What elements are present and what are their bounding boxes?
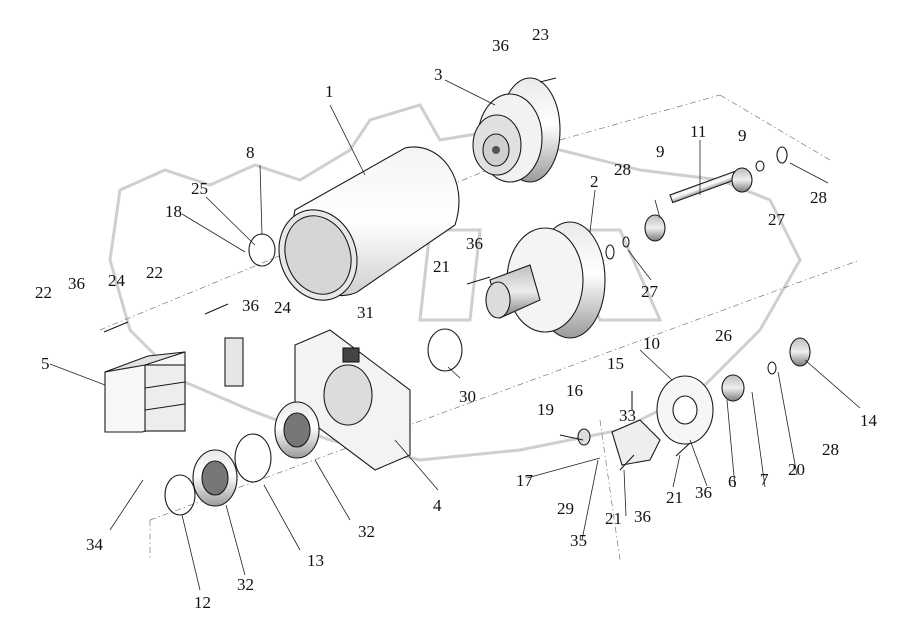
- callout-26: 26: [715, 326, 732, 345]
- right-components: [577, 337, 811, 466]
- callout-28c: 28: [822, 440, 839, 459]
- callout-28b: 28: [810, 188, 827, 207]
- callout-32a: 32: [237, 575, 254, 594]
- callout-15: 15: [607, 354, 624, 373]
- callout-28a: 28: [614, 160, 631, 179]
- callout-12: 12: [194, 593, 211, 612]
- callout-10: 10: [643, 334, 660, 353]
- drum-cylinder: [278, 146, 460, 301]
- callout-3: 3: [434, 65, 443, 84]
- callout-11: 11: [690, 122, 706, 141]
- callout-34: 34: [86, 535, 104, 554]
- callout-16: 16: [566, 381, 583, 400]
- callout-32b: 32: [358, 522, 375, 541]
- callout-7: 7: [760, 470, 769, 489]
- callout-22b: 22: [146, 263, 163, 282]
- callout-20: 20: [788, 460, 805, 479]
- callout-19: 19: [537, 400, 554, 419]
- callout-1: 1: [325, 82, 334, 101]
- callout-18: 18: [165, 202, 182, 221]
- callout-29: 29: [557, 499, 574, 518]
- callout-14: 14: [860, 411, 878, 430]
- callout-23: 23: [532, 25, 549, 44]
- lower-hub: [485, 221, 606, 339]
- callout-24b: 24: [274, 298, 292, 317]
- callout-31: 31: [357, 303, 374, 322]
- callout-36a: 36: [492, 36, 509, 55]
- callout-labels: 1 2 3 4 5 6 7 8 9 9 10 11 12 13 14 15 16…: [35, 25, 878, 612]
- leader-lines: [49, 79, 861, 591]
- callout-36b: 36: [466, 234, 483, 253]
- callout-33: 33: [619, 406, 636, 425]
- seal-ring-30: [427, 328, 463, 372]
- callout-27a: 27: [641, 282, 659, 301]
- callout-5: 5: [41, 354, 50, 373]
- callout-8: 8: [246, 143, 255, 162]
- callout-21c: 21: [666, 488, 683, 507]
- callout-13: 13: [307, 551, 324, 570]
- callout-6: 6: [728, 472, 737, 491]
- bearings-left: [164, 233, 320, 516]
- callout-4: 4: [433, 496, 442, 515]
- top-hub: [472, 77, 561, 183]
- callout-17: 17: [516, 471, 534, 490]
- callout-25: 25: [191, 179, 208, 198]
- callout-24a: 24: [108, 271, 126, 290]
- callout-21b: 21: [605, 509, 622, 528]
- callout-35: 35: [570, 531, 587, 550]
- callout-36e: 36: [634, 507, 651, 526]
- callout-2: 2: [590, 172, 599, 191]
- callout-36f: 36: [695, 483, 712, 502]
- callout-21a: 21: [433, 257, 450, 276]
- shaft-assembly: [605, 146, 788, 260]
- callout-36c: 36: [68, 274, 85, 293]
- housing-box: [104, 351, 186, 433]
- callout-9a: 9: [656, 142, 665, 161]
- bolts: [103, 77, 691, 471]
- callout-36d: 36: [242, 296, 259, 315]
- callout-9b: 9: [738, 126, 747, 145]
- callout-30: 30: [459, 387, 476, 406]
- callout-27b: 27: [768, 210, 786, 229]
- callout-22a: 22: [35, 283, 52, 302]
